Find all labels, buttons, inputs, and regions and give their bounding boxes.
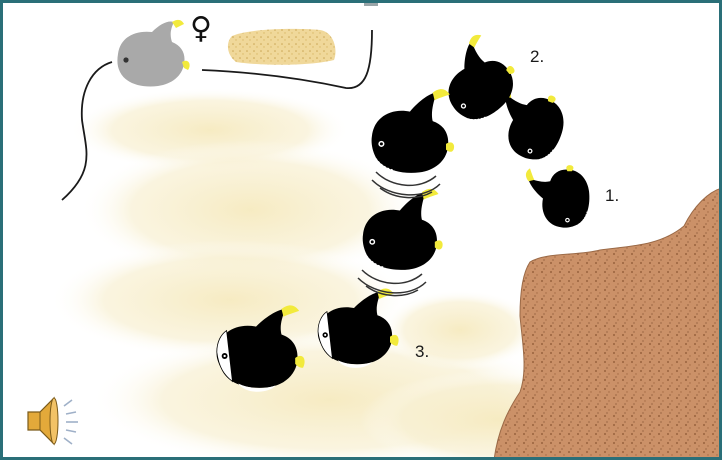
step-label-1: 1. <box>605 186 619 206</box>
female-fish <box>117 20 189 87</box>
step-label-2: 2. <box>530 47 544 67</box>
sand-patch <box>228 29 336 65</box>
top-edge-mark <box>364 3 378 6</box>
speaker-icon[interactable] <box>24 392 84 450</box>
fish-step-1 <box>526 165 589 228</box>
fish-courting-1 <box>372 89 455 173</box>
step-label-3: 3. <box>415 342 429 362</box>
female-symbol-icon: ♀ <box>190 14 212 44</box>
rock-formation <box>494 188 722 460</box>
